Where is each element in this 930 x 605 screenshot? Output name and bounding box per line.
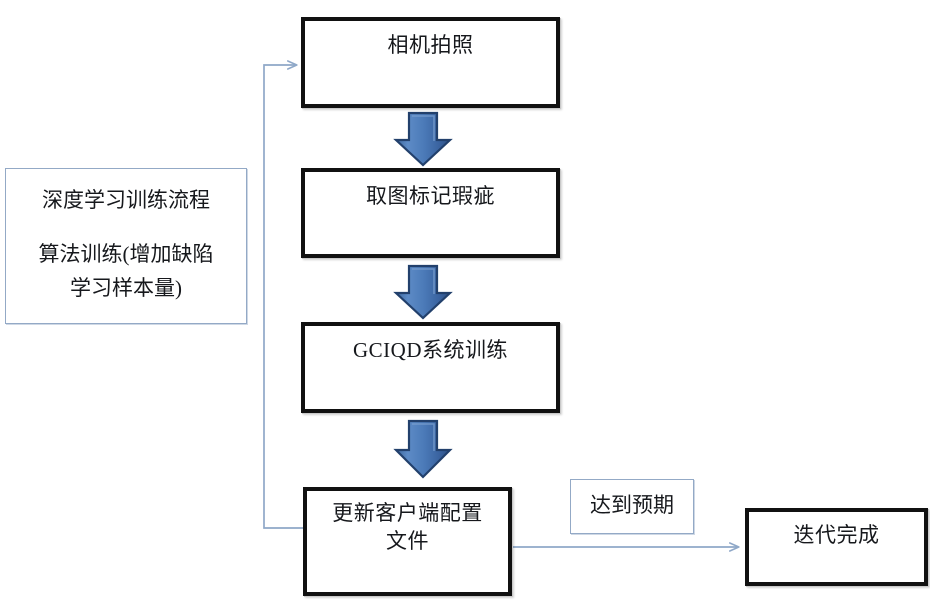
note-line-2: 算法训练(增加缺陷 — [38, 242, 214, 266]
node-iteration-complete-label: 迭代完成 — [793, 523, 880, 547]
node-update-client-config[interactable]: 更新客户端配置 文件 — [303, 487, 512, 596]
note-line-1: 深度学习训练流程 — [42, 188, 210, 212]
node-camera-capture-label: 相机拍照 — [387, 33, 474, 57]
node-label-defects[interactable]: 取图标记瑕疵 — [301, 168, 560, 258]
edge-feedback-line — [263, 60, 303, 529]
node-gciqd-training[interactable]: GCIQD系统训练 — [301, 322, 560, 413]
edge-label-meets-expectation-text: 达到预期 — [590, 493, 674, 517]
note-line-3: 学习样本量) — [70, 276, 182, 300]
node-camera-capture[interactable]: 相机拍照 — [301, 17, 560, 108]
edge-label-meets-expectation: 达到预期 — [570, 479, 694, 534]
node-iteration-complete[interactable]: 迭代完成 — [745, 508, 928, 586]
node-gciqd-training-label: GCIQD系统训练 — [353, 338, 508, 362]
block-arrow-down-3 — [393, 419, 453, 479]
node-update-client-config-label: 更新客户端配置 文件 — [332, 501, 483, 553]
block-arrow-down-1 — [393, 111, 453, 167]
node-label-defects-label: 取图标记瑕疵 — [366, 184, 495, 208]
block-arrow-down-2 — [393, 264, 453, 320]
note-box-training-process: 深度学习训练流程 算法训练(增加缺陷 学习样本量) — [5, 168, 247, 324]
